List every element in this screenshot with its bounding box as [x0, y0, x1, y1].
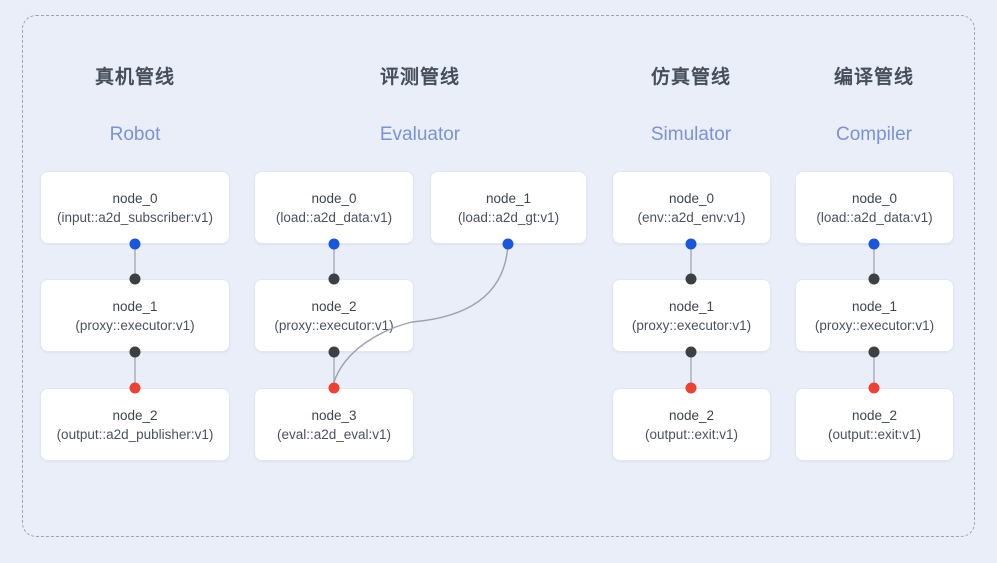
column-subtitle-simulator: Simulator	[651, 124, 731, 146]
column-header-robot: 真机管线	[95, 62, 175, 89]
node-type: (output::a2d_publisher:v1)	[56, 426, 214, 442]
node-robot-node_1[interactable]: node_1 (proxy::executor:v1)	[40, 279, 230, 352]
node-compiler-node_1[interactable]: node_1 (proxy::executor:v1)	[795, 279, 954, 352]
node-type: (env::a2d_env:v1)	[637, 209, 746, 225]
node-name: node_0	[668, 190, 715, 206]
node-evaluator-node_3[interactable]: node_3 (eval::a2d_eval:v1)	[254, 388, 414, 461]
node-type: (proxy::executor:v1)	[631, 317, 752, 333]
port-output-icon[interactable]	[129, 382, 141, 394]
node-type: (proxy::executor:v1)	[274, 317, 394, 333]
column-title-cn-robot: 真机管线	[94, 67, 176, 88]
node-robot-node_0[interactable]: node_0 (input::a2d_subscriber:v1)	[40, 171, 230, 244]
port-output-icon[interactable]	[685, 382, 697, 394]
node-name: node_2	[851, 407, 898, 423]
node-type: (eval::a2d_eval:v1)	[276, 426, 392, 442]
node-name: node_2	[668, 407, 715, 423]
node-type: (load::a2d_gt:v1)	[457, 209, 560, 225]
port-input-icon[interactable]	[685, 238, 697, 250]
column-subtitle-robot: Robot	[110, 124, 161, 146]
edge-compiler-0-1	[873, 242, 875, 282]
port-middle-icon[interactable]	[685, 346, 697, 358]
node-name: node_0	[851, 190, 898, 206]
edge-simulator-1-2	[690, 350, 692, 390]
port-input-icon[interactable]	[328, 238, 340, 250]
port-middle-icon[interactable]	[129, 346, 141, 358]
node-type: (load::a2d_data:v1)	[275, 209, 393, 225]
column-header-compiler: 编译管线	[834, 62, 914, 89]
port-input-icon[interactable]	[502, 238, 514, 250]
node-type: (output::exit:v1)	[827, 426, 922, 442]
port-middle-icon[interactable]	[685, 273, 697, 285]
node-type: (proxy::executor:v1)	[814, 317, 935, 333]
column-title-en-robot: Robot	[109, 124, 161, 145]
node-name: node_2	[112, 407, 158, 423]
column-title-cn-compiler: 编译管线	[833, 67, 915, 88]
column-title-en-simulator: Simulator	[650, 124, 732, 145]
node-simulator-node_2[interactable]: node_2 (output::exit:v1)	[612, 388, 771, 461]
column-subtitle-compiler: Compiler	[836, 124, 912, 146]
node-name: node_0	[311, 190, 357, 206]
node-name: node_0	[112, 190, 158, 206]
column-title-en-compiler: Compiler	[835, 124, 913, 145]
node-evaluator-node_0[interactable]: node_0 (load::a2d_data:v1)	[254, 171, 414, 244]
node-type: (load::a2d_data:v1)	[816, 209, 933, 225]
port-input-icon[interactable]	[129, 238, 141, 250]
node-name: node_1	[668, 298, 715, 314]
node-simulator-node_0[interactable]: node_0 (env::a2d_env:v1)	[612, 171, 771, 244]
port-middle-icon[interactable]	[868, 346, 880, 358]
edge-evaluator-0-2	[333, 242, 335, 282]
port-middle-icon[interactable]	[328, 346, 340, 358]
node-name: node_1	[851, 298, 898, 314]
column-title-en-evaluator: Evaluator	[379, 124, 461, 145]
edge-robot-0-1	[134, 242, 136, 282]
node-robot-node_2[interactable]: node_2 (output::a2d_publisher:v1)	[40, 388, 230, 461]
node-name: node_1	[112, 298, 158, 314]
column-header-evaluator: 评测管线	[380, 62, 460, 89]
node-type: (proxy::executor:v1)	[75, 317, 195, 333]
node-name: node_3	[311, 407, 357, 423]
column-title-cn-simulator: 仿真管线	[650, 67, 732, 88]
column-title-cn-evaluator: 评测管线	[379, 67, 461, 88]
column-subtitle-evaluator: Evaluator	[380, 124, 460, 146]
port-output-icon[interactable]	[868, 382, 880, 394]
edge-compiler-1-2	[873, 350, 875, 390]
column-header-simulator: 仿真管线	[651, 62, 731, 89]
node-type: (output::exit:v1)	[644, 426, 739, 442]
node-compiler-node_2[interactable]: node_2 (output::exit:v1)	[795, 388, 954, 461]
node-compiler-node_0[interactable]: node_0 (load::a2d_data:v1)	[795, 171, 954, 244]
node-name: node_1	[485, 190, 532, 206]
node-evaluator-node_2[interactable]: node_2 (proxy::executor:v1)	[254, 279, 414, 352]
edge-simulator-0-1	[690, 242, 692, 282]
port-output-icon[interactable]	[328, 382, 340, 394]
node-type: (input::a2d_subscriber:v1)	[56, 209, 214, 225]
node-name: node_2	[311, 298, 357, 314]
curved-edge-gt-to-executor	[411, 243, 509, 323]
port-middle-icon[interactable]	[328, 273, 340, 285]
port-middle-icon[interactable]	[868, 273, 880, 285]
edge-robot-1-2	[134, 350, 136, 390]
port-middle-icon[interactable]	[129, 273, 141, 285]
port-input-icon[interactable]	[868, 238, 880, 250]
node-evaluator-node_1[interactable]: node_1 (load::a2d_gt:v1)	[430, 171, 587, 244]
node-simulator-node_1[interactable]: node_1 (proxy::executor:v1)	[612, 279, 771, 352]
